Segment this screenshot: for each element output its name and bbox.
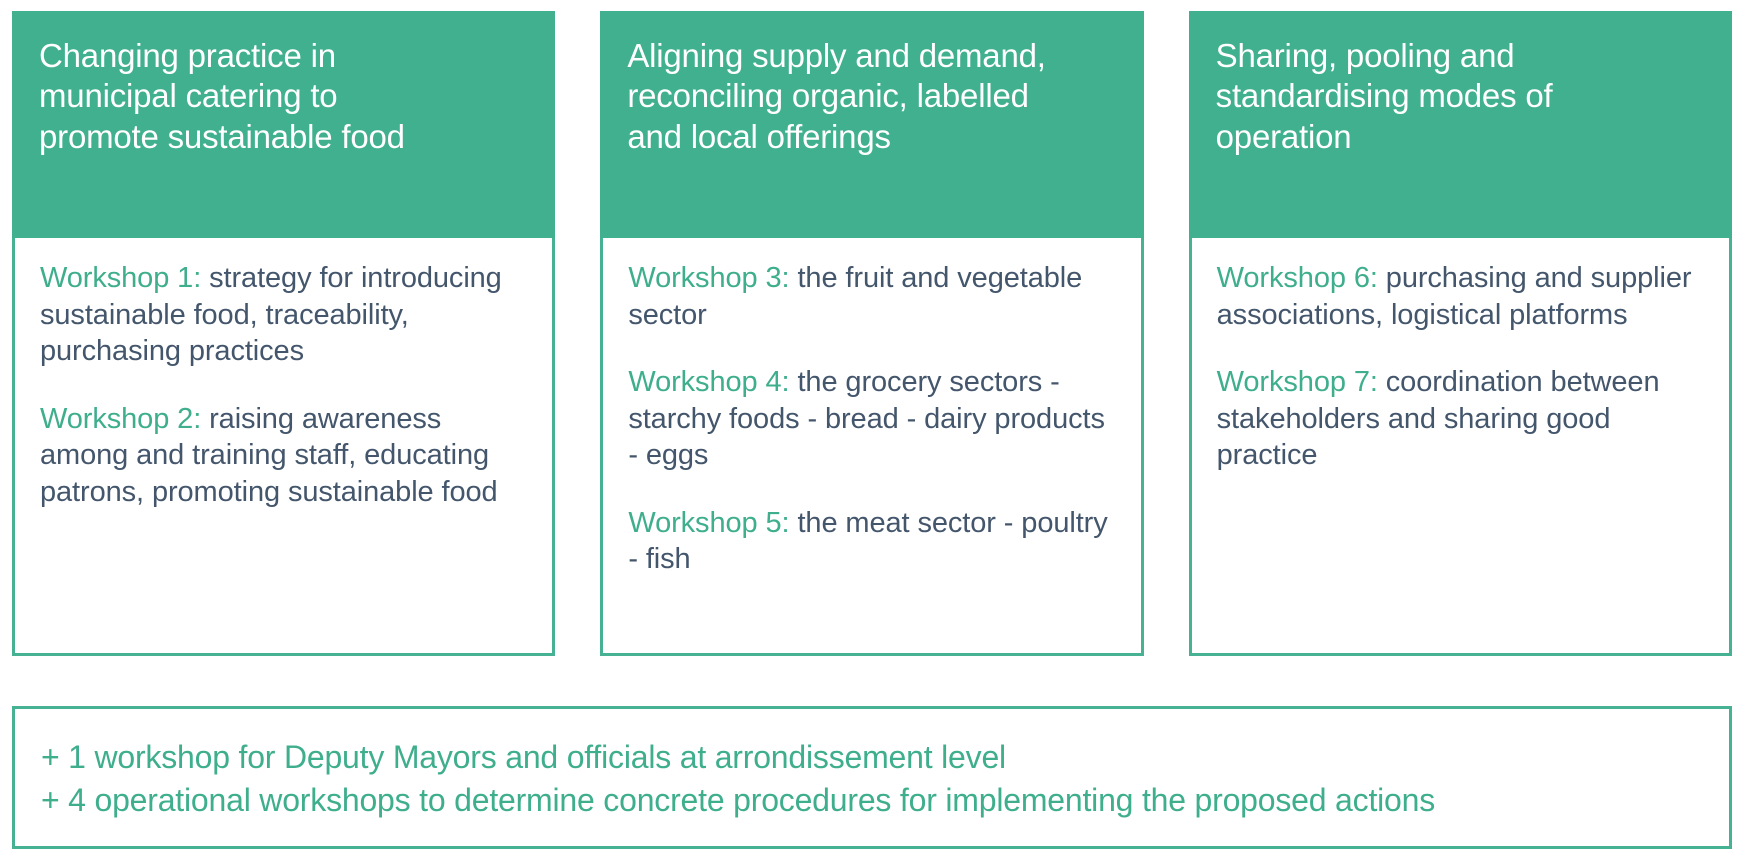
theme-card-1-header: Changing practice in municipal catering …	[12, 11, 556, 238]
workshop-item: Workshop 2: raising awareness among and …	[40, 401, 530, 511]
theme-card-2-header: Aligning supply and demand, reconciling …	[600, 11, 1144, 238]
workshop-item: Workshop 4: the grocery sectors - starch…	[628, 364, 1118, 474]
theme-card-3-header: Sharing, pooling and standardising modes…	[1188, 11, 1732, 238]
workshop-description: raising awareness among and training sta…	[40, 402, 498, 508]
workshop-item: Workshop 3: the fruit and vegetable sect…	[628, 260, 1118, 333]
workshop-description: the meat sector - poultry - fish	[628, 506, 1108, 576]
workshop-label: Workshop 7:	[1216, 366, 1378, 399]
workshop-label: Workshop 3:	[628, 262, 790, 294]
theme-card-1-title: Changing practice in municipal catering …	[39, 37, 405, 155]
workshop-item: Workshop 5: the meat sector - poultry - …	[628, 505, 1118, 578]
theme-columns: Changing practice in municipal catering …	[12, 11, 1732, 656]
workshop-description: the fruit and vegetable sector	[628, 262, 1083, 331]
theme-card-1-body: Workshop 1: strategy for introducing sus…	[12, 238, 556, 656]
theme-card-3: Sharing, pooling and standardising modes…	[1188, 11, 1732, 656]
workshop-label: Workshop 6:	[1216, 262, 1378, 294]
theme-card-3-title: Sharing, pooling and standardising modes…	[1215, 37, 1553, 155]
theme-card-3-body: Workshop 6: purchasing and supplier asso…	[1188, 238, 1732, 656]
workshop-item: Workshop 7: coordination between stakeho…	[1217, 364, 1707, 474]
workshop-label: Workshop 5:	[628, 506, 790, 539]
additional-workshop-line: + 4 operational workshops to determine c…	[41, 781, 1436, 818]
workshop-description: strategy for introducing sustainable foo…	[40, 262, 502, 368]
workshop-item: Workshop 6: purchasing and supplier asso…	[1217, 260, 1707, 333]
theme-card-1: Changing practice in municipal catering …	[12, 11, 556, 656]
workshop-label: Workshop 1:	[40, 262, 202, 294]
workshop-item: Workshop 1: strategy for introducing sus…	[40, 260, 530, 370]
theme-card-2: Aligning supply and demand, reconciling …	[600, 11, 1144, 656]
theme-card-2-title: Aligning supply and demand, reconciling …	[627, 37, 1046, 155]
additional-workshops-box: + 1 workshop for Deputy Mayors and offic…	[12, 706, 1732, 849]
workshop-description: coordination between stakeholders and sh…	[1216, 366, 1660, 472]
workshop-description: purchasing and supplier associations, lo…	[1216, 262, 1692, 331]
additional-workshop-line: + 1 workshop for Deputy Mayors and offic…	[41, 739, 1006, 775]
workshop-label: Workshop 2:	[40, 402, 202, 435]
theme-card-2-body: Workshop 3: the fruit and vegetable sect…	[600, 238, 1144, 656]
workshop-description: the grocery sectors - starchy foods - br…	[628, 366, 1105, 472]
workshop-label: Workshop 4:	[628, 366, 790, 399]
